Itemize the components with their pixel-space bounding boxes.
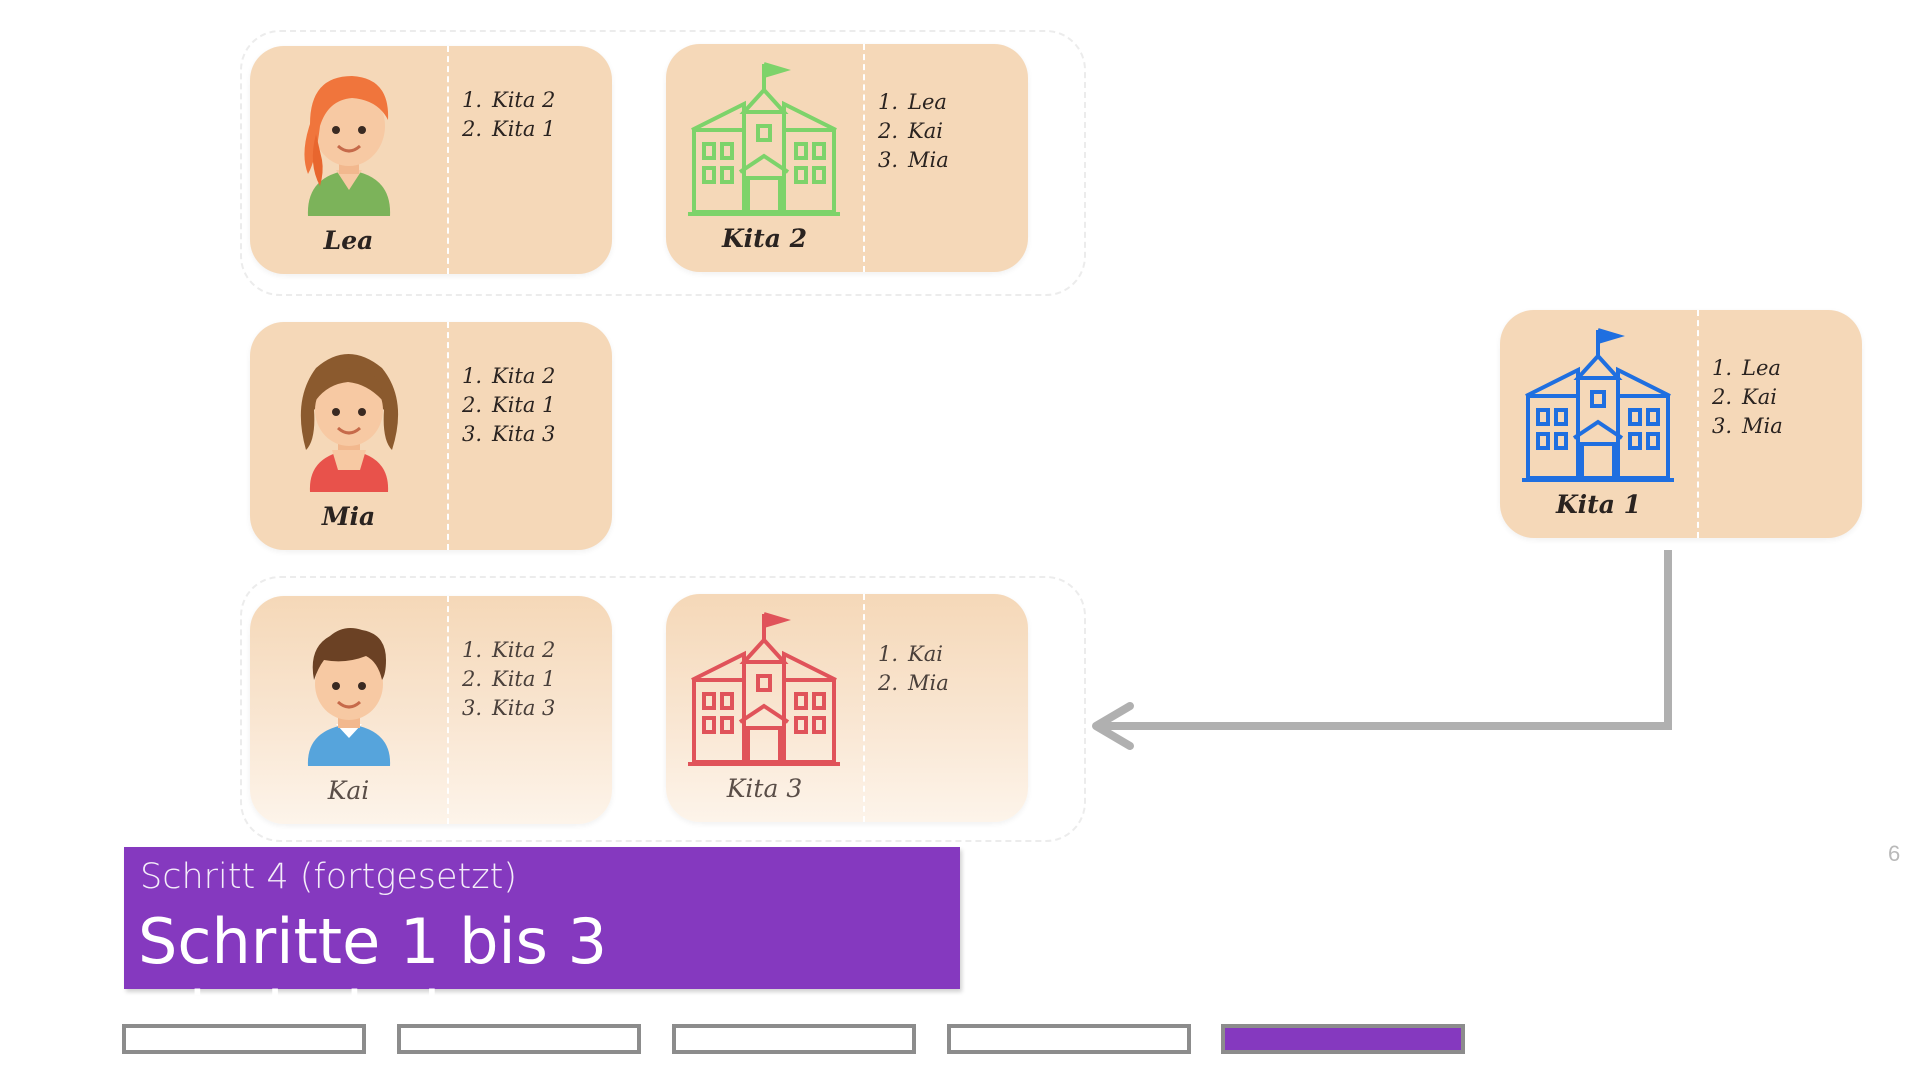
boy-avatar-icon [286,614,412,766]
preference-list: 1.Kai 2.Mia [878,640,949,698]
preference-item: 3.Kita 3 [462,422,556,446]
kita-card-kita-2[interactable]: Kita 2 1.Lea 2.Kai 3.Mia [666,44,1028,272]
preference-item: 3.Mia [878,148,949,172]
preference-item: 1.Lea [878,90,947,114]
card-divider [447,46,449,274]
progress-step-3[interactable] [672,1024,916,1054]
preference-item: 1.Lea [1712,356,1781,380]
card-divider [447,322,449,550]
preference-item: 1.Kita 2 [462,88,556,112]
child-card-kai[interactable]: Kai 1.Kita 2 2.Kita 1 3.Kita 3 [250,596,612,824]
school-building-icon [684,610,844,770]
preference-list: 1.Kita 2 2.Kita 1 [462,86,555,144]
child-card-lea[interactable]: Lea 1.Kita 2 2.Kita 1 [250,46,612,274]
card-divider [447,596,449,824]
preference-item: 2.Kai [1712,385,1777,409]
child-name: Mia [321,502,376,531]
school-building-icon [684,60,844,220]
school-building-icon [1518,326,1678,486]
card-divider [863,594,865,822]
progress-step-5[interactable] [1221,1024,1465,1054]
preference-list: 1.Kita 2 2.Kita 1 3.Kita 3 [462,636,555,723]
progress-step-4[interactable] [947,1024,1191,1054]
preference-item: 1.Kita 2 [462,638,556,662]
preference-list: 1.Kita 2 2.Kita 1 3.Kita 3 [462,362,555,449]
preference-item: 3.Kita 3 [462,696,556,720]
girl-brunette-avatar-icon [286,340,412,492]
progress-step-2[interactable] [397,1024,641,1054]
kita-name: Kita 2 [721,224,808,253]
preference-item: 3.Mia [1712,414,1783,438]
preference-item: 1.Kai [878,642,943,666]
kita-name: Kita 1 [1555,490,1642,519]
preference-list: 1.Lea 2.Kai 3.Mia [878,88,949,175]
kita-card-kita-3[interactable]: Kita 3 1.Kai 2.Mia [666,594,1028,822]
card-divider [863,44,865,272]
pair-frame-kai-kita3 [240,576,1086,842]
preference-list: 1.Lea 2.Kai 3.Mia [1712,354,1783,441]
child-card-mia[interactable]: Mia 1.Kita 2 2.Kita 1 3.Kita 3 [250,322,612,550]
pair-frame-lea-kita2 [240,30,1086,296]
page-number: 6 [1888,841,1901,866]
preference-item: 2.Kita 1 [462,667,556,691]
progress-step-1[interactable] [122,1024,366,1054]
preference-item: 2.Kita 1 [462,393,556,417]
preference-item: 2.Mia [878,671,949,695]
girl-redhead-avatar-icon [286,64,412,216]
step-subtitle: Schritt 4 (fortgesetzt) [140,857,518,897]
step-title-box: Schritt 4 (fortgesetzt) Schritte 1 bis 3… [124,847,960,1051]
preference-item: 2.Kita 1 [462,117,556,141]
preference-item: 2.Kai [878,119,943,143]
child-name: Lea [323,226,374,255]
kita-card-kita-1[interactable]: Kita 1 1.Lea 2.Kai 3.Mia [1500,310,1862,538]
kita-name: Kita 3 [726,774,803,803]
preference-item: 1.Kita 2 [462,364,556,388]
card-divider [1697,310,1699,538]
child-name: Kai [327,776,370,805]
